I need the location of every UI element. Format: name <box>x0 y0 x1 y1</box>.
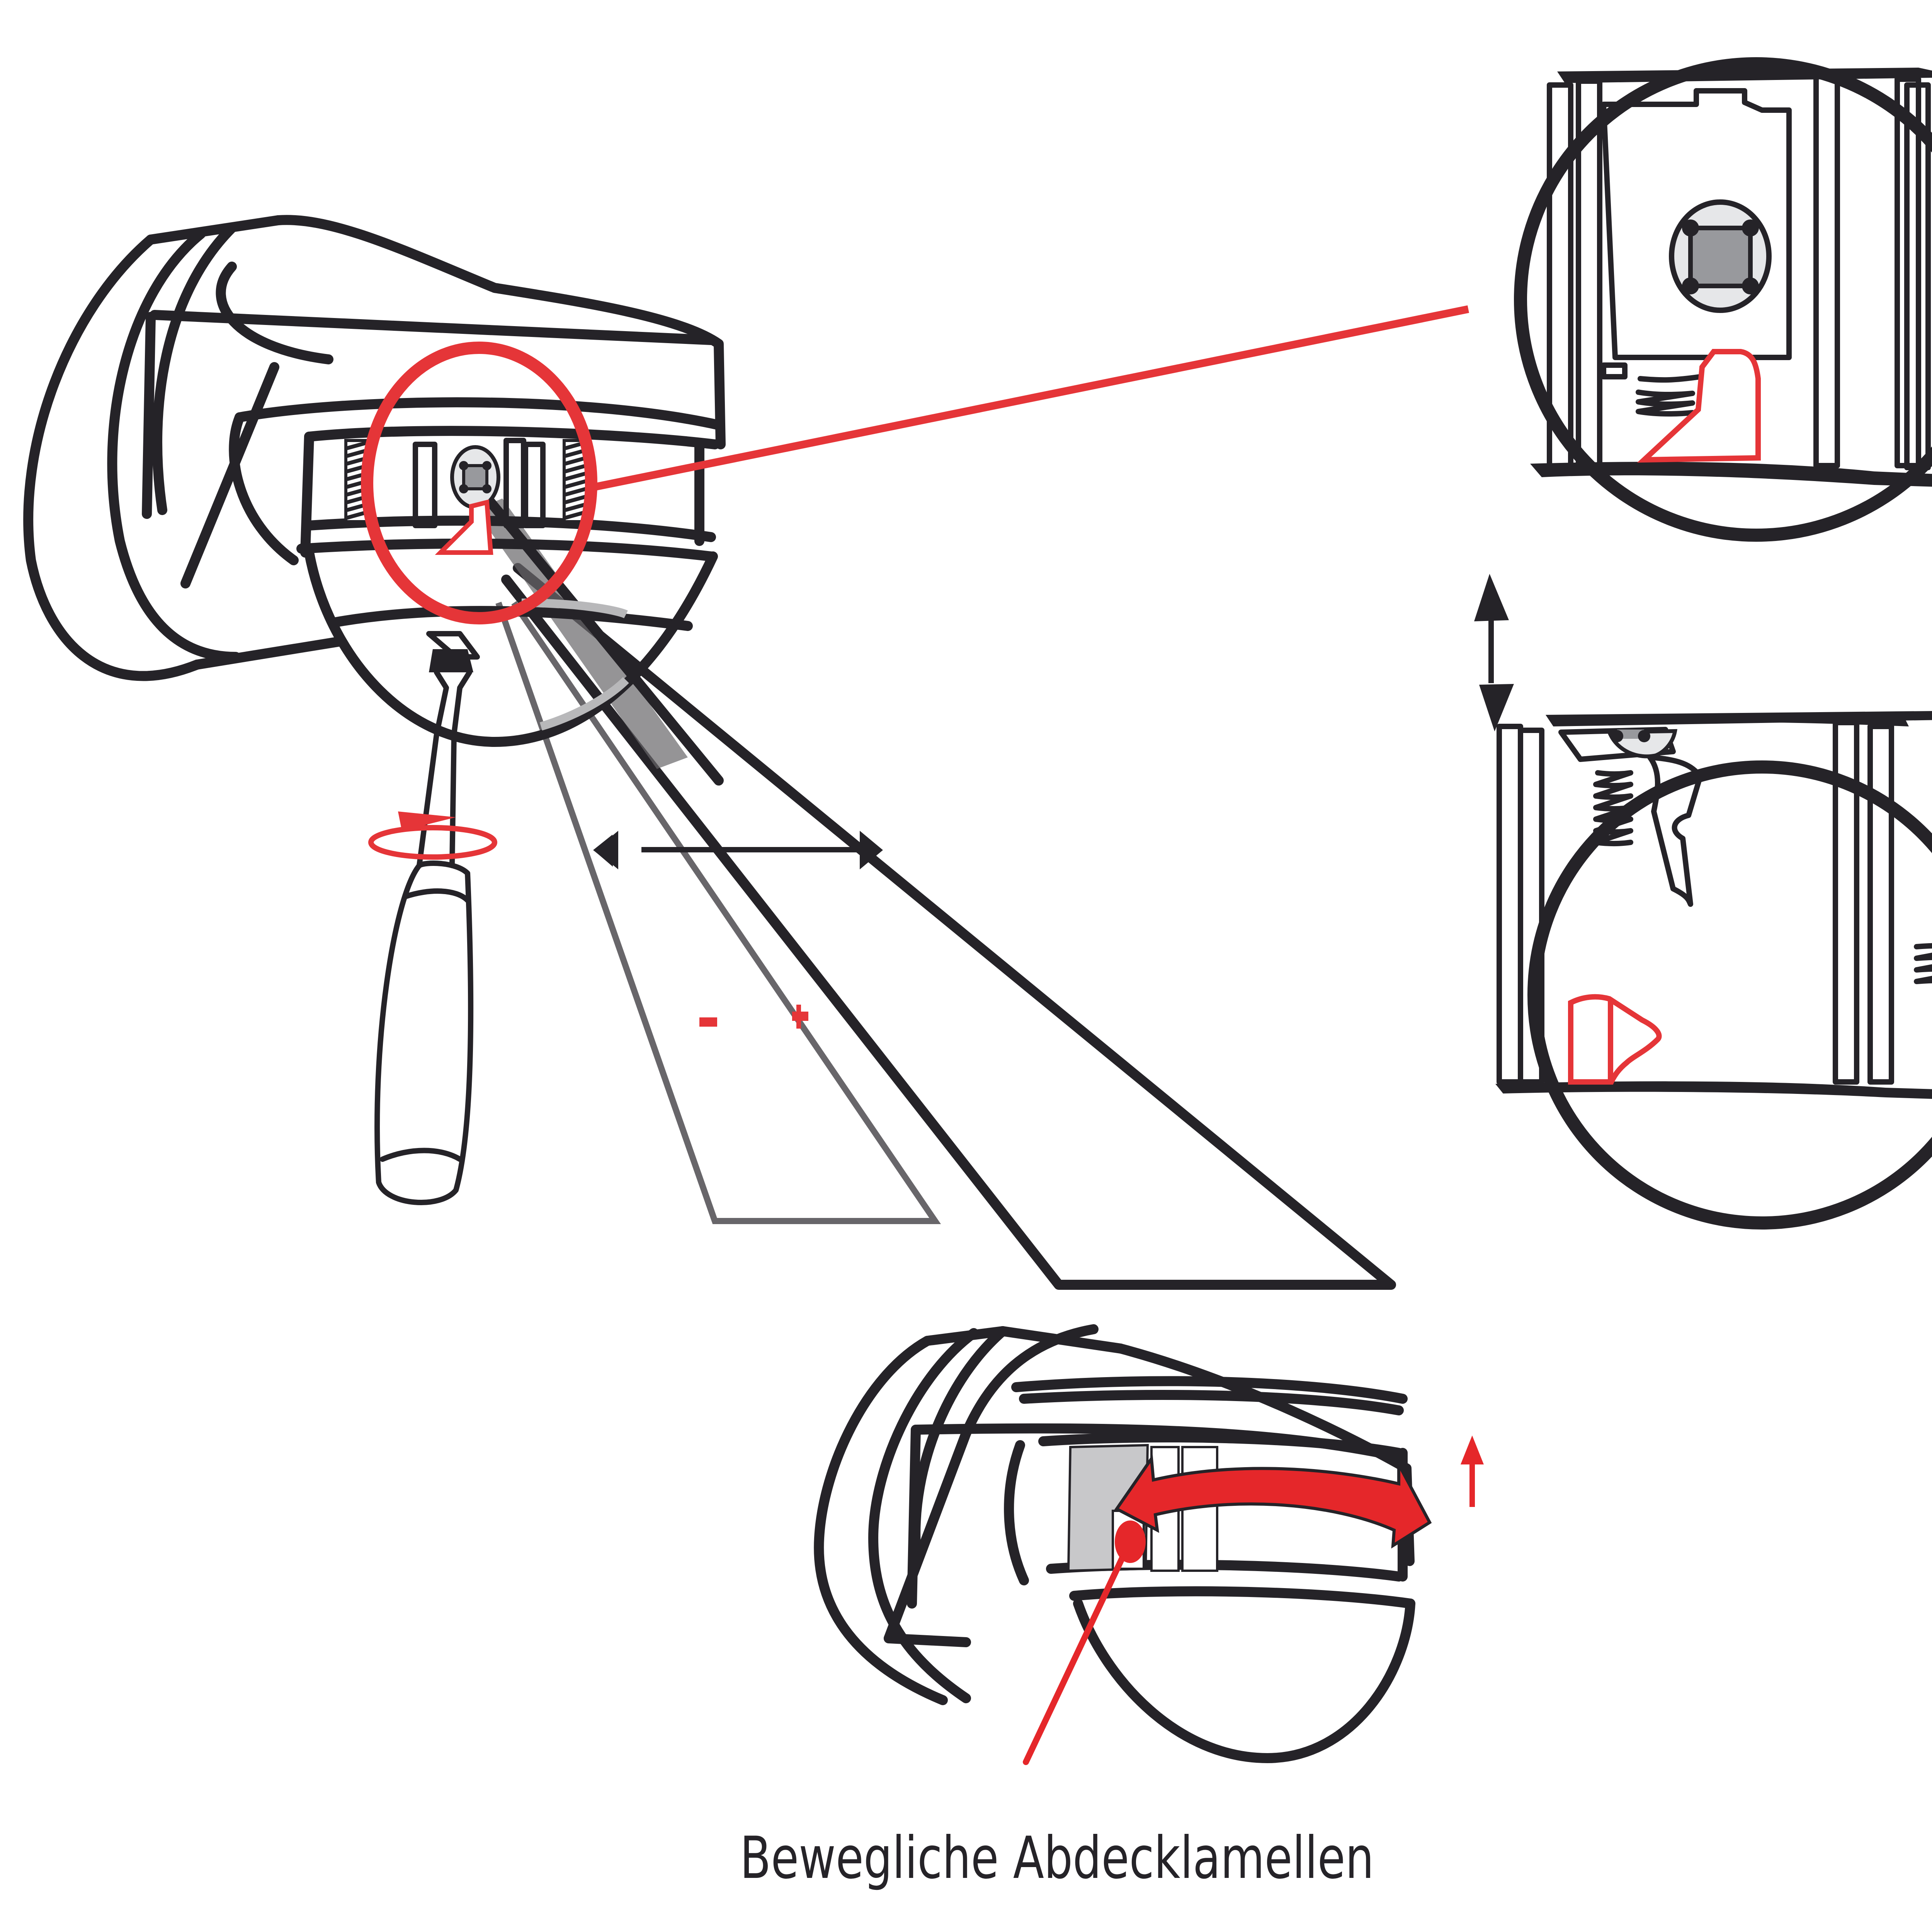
range-adjuster-min <box>1568 994 1662 1085</box>
spring-min-range <box>1593 770 1633 847</box>
zone-minus-icon <box>699 1017 717 1027</box>
range-adjuster-max <box>1637 349 1761 463</box>
sensor-hatch-right <box>563 439 589 523</box>
motion-sensor-main <box>23 215 726 747</box>
arrow-up-icon <box>1461 1435 1484 1507</box>
double-arrow-vertical-icon <box>1474 574 1514 731</box>
sensor-mechanism-small <box>413 438 546 555</box>
zone-plus-icon <box>792 1005 808 1029</box>
lamellae-pointer <box>1023 1520 1146 1765</box>
detail-circle-max-range <box>1514 57 1932 542</box>
screwdriver-icon <box>374 631 480 1205</box>
spring-small-top <box>1636 389 1695 417</box>
detection-zone-near <box>495 601 941 1224</box>
lamellae-caption: Bewegliche Abdecklamellen <box>740 1825 1374 1892</box>
double-arrow-horizontal-icon <box>593 831 883 869</box>
motion-sensor-lamellae <box>814 1324 1415 1763</box>
detection-zone-far <box>501 563 1396 1290</box>
detail-circle-min-range <box>1495 711 1932 1230</box>
magnifier-callout <box>361 305 1469 624</box>
curved-double-arrow-icon <box>1114 1454 1432 1549</box>
rotate-clockwise-arrow-icon <box>368 811 497 860</box>
